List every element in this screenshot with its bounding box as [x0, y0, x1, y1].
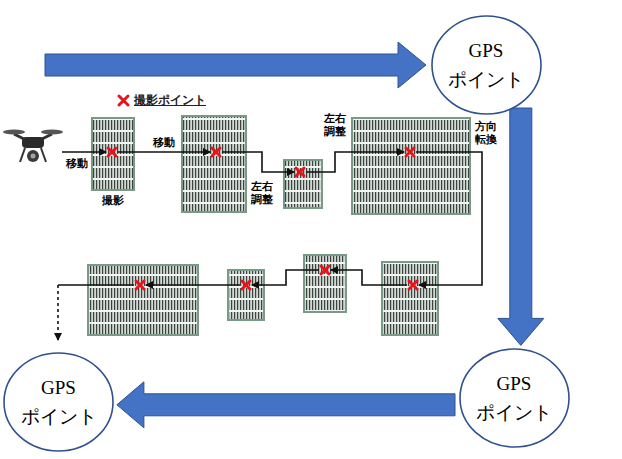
flow-arrow	[45, 42, 426, 88]
node-text: GPS ポイント	[16, 373, 102, 432]
node-text: GPS ポイント	[471, 369, 557, 428]
gps-circle: GPS ポイント	[3, 352, 114, 452]
solar-panel	[88, 265, 198, 335]
legend-text: 撮影ポイント	[134, 93, 206, 107]
step-label: 左右 調整	[323, 112, 346, 138]
step-label: 撮影	[102, 194, 124, 207]
solar-panel	[352, 118, 470, 214]
step-label: 移動	[153, 136, 175, 149]
gps-circle: GPS ポイント	[431, 15, 542, 115]
ellipse-outline	[3, 352, 114, 452]
flow-arrow	[498, 108, 544, 345]
solar-panel	[228, 270, 264, 320]
solar-panel	[304, 255, 346, 312]
step-label: 左右 調整	[250, 180, 273, 206]
flight-path	[58, 152, 482, 340]
ellipse-outline	[431, 15, 542, 115]
drone-icon	[3, 130, 63, 163]
step-label: 移動	[66, 157, 88, 170]
legend-mark	[119, 96, 128, 105]
solar-panel	[284, 160, 322, 208]
solar-panel	[382, 262, 438, 335]
node-text: GPS ポイント	[443, 36, 529, 95]
solar-panel	[92, 118, 134, 190]
gps-circle: GPS ポイント	[459, 348, 570, 448]
shooting-point	[108, 148, 417, 289]
step-label: 方向 転換	[474, 120, 497, 146]
flow-arrow	[117, 382, 455, 428]
solar-panel	[182, 116, 246, 212]
ellipse-outline	[459, 348, 570, 448]
